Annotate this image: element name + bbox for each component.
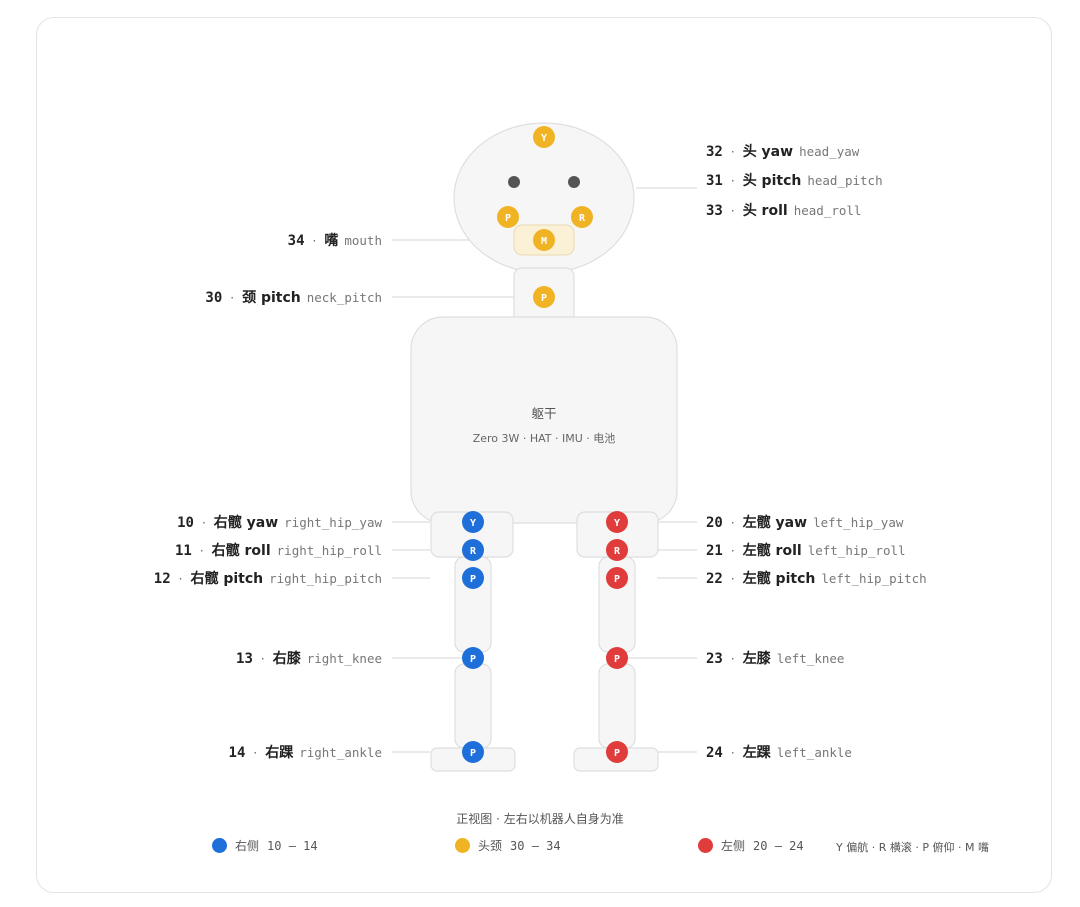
joint-right-knee: P xyxy=(462,647,484,669)
joint-left-hip-pitch: P xyxy=(606,567,628,589)
joint-mouth: M xyxy=(533,229,555,251)
torso-shape xyxy=(410,316,678,524)
legend-right-dot xyxy=(212,838,227,853)
left-eye xyxy=(568,176,580,188)
svg-text:Y: Y xyxy=(470,518,476,529)
joint-head-roll: R xyxy=(571,206,593,228)
svg-text:P: P xyxy=(614,574,620,585)
legend-left-dot xyxy=(698,838,713,853)
svg-text:P: P xyxy=(614,748,620,759)
legend-left-range: 20 – 24 xyxy=(753,838,804,853)
legend-head-dot xyxy=(455,838,470,853)
legend-left: 左侧 20 – 24 xyxy=(698,837,804,854)
joint-right-ankle: P xyxy=(462,741,484,763)
svg-text:P: P xyxy=(470,654,476,665)
torso-title: 躯干 xyxy=(531,406,556,421)
joint-right-hip-yaw: Y xyxy=(462,511,484,533)
joint-left-hip-yaw: Y xyxy=(606,511,628,533)
legend-head: 头颈 30 – 34 xyxy=(455,837,561,854)
joint-left-ankle: P xyxy=(606,741,628,763)
right-eye xyxy=(508,176,520,188)
legend-right-range: 10 – 14 xyxy=(267,838,318,853)
legend-right: 右侧 10 – 14 xyxy=(212,837,318,854)
joint-head-yaw: Y xyxy=(533,126,555,148)
left-shin xyxy=(598,663,636,749)
view-caption: 正视图 · 左右以机器人自身为准 xyxy=(456,812,624,826)
legend-right-name: 右侧 xyxy=(235,839,260,853)
legend-head-range: 30 – 34 xyxy=(510,838,561,853)
legend-head-name: 头颈 xyxy=(478,839,503,853)
svg-text:P: P xyxy=(614,654,620,665)
right-shin xyxy=(454,663,492,749)
svg-text:P: P xyxy=(470,574,476,585)
svg-text:Y: Y xyxy=(614,518,620,529)
joint-left-knee: P xyxy=(606,647,628,669)
svg-text:P: P xyxy=(505,213,511,224)
svg-text:R: R xyxy=(614,546,621,557)
legend-left-name: 左侧 xyxy=(721,839,746,853)
joint-head-pitch: P xyxy=(497,206,519,228)
svg-text:Y: Y xyxy=(541,133,547,144)
joint-right-hip-roll: R xyxy=(462,539,484,561)
svg-text:P: P xyxy=(541,293,547,304)
torso-subtitle: Zero 3W · HAT · IMU · 电池 xyxy=(473,432,616,445)
svg-text:P: P xyxy=(470,748,476,759)
joint-neck-pitch: P xyxy=(533,286,555,308)
svg-text:R: R xyxy=(579,213,586,224)
abbreviation-key: Y 偏航 · R 横滚 · P 俯仰 · M 嘴 xyxy=(836,841,989,854)
joint-right-hip-pitch: P xyxy=(462,567,484,589)
svg-text:M: M xyxy=(541,236,547,247)
joint-left-hip-roll: R xyxy=(606,539,628,561)
svg-text:R: R xyxy=(470,546,477,557)
